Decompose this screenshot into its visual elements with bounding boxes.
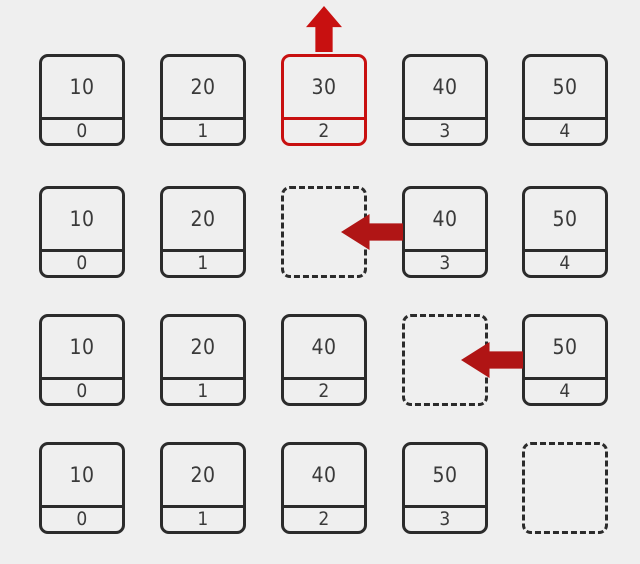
array-cell-value: 50 <box>552 74 578 99</box>
array-row: 10 0 20 1 40 2 50 4 <box>0 314 640 406</box>
array-cell-index: 3 <box>405 117 485 143</box>
array-cell-index: 2 <box>284 117 364 143</box>
array-cell-value: 20 <box>190 74 216 99</box>
arrow-left-shift-row2-icon <box>341 214 403 250</box>
array-cell-value: 10 <box>69 74 95 99</box>
array-cell-value: 40 <box>311 462 337 487</box>
array-cell-index: 1 <box>163 117 243 143</box>
array-cell[interactable]: 50 3 <box>402 442 488 534</box>
array-cell-value: 20 <box>190 462 216 487</box>
array-cell-index <box>284 249 364 275</box>
array-cell-index: 0 <box>42 377 122 403</box>
array-cell[interactable]: 40 3 <box>402 54 488 146</box>
array-cell[interactable]: 40 3 <box>402 186 488 278</box>
array-cell-value: 40 <box>432 74 458 99</box>
array-cell-index: 3 <box>405 249 485 275</box>
arrow-up-remove-element-icon <box>306 6 342 52</box>
array-cell-value: 20 <box>190 334 216 359</box>
array-cell-index: 4 <box>525 377 605 403</box>
array-cell-value: 50 <box>552 206 578 231</box>
array-cell-empty[interactable] <box>522 442 608 534</box>
array-cell-index: 0 <box>42 249 122 275</box>
array-cell-value: 40 <box>432 206 458 231</box>
array-cell[interactable]: 10 0 <box>39 54 125 146</box>
array-cell-index: 4 <box>525 249 605 275</box>
array-cell-value: 40 <box>311 334 337 359</box>
arrow-left-shift-row3-icon <box>461 342 523 378</box>
array-row: 10 0 20 1 40 2 50 3 <box>0 442 640 534</box>
array-cell[interactable]: 10 0 <box>39 314 125 406</box>
array-cell-index: 2 <box>284 505 364 531</box>
array-cell-value: 10 <box>69 334 95 359</box>
array-cell[interactable]: 50 4 <box>522 54 608 146</box>
array-row: 10 0 20 1 40 3 50 4 <box>0 186 640 278</box>
array-cell[interactable]: 20 1 <box>160 186 246 278</box>
array-cell-index: 1 <box>163 249 243 275</box>
array-cell-value: 10 <box>69 206 95 231</box>
array-cell-index: 0 <box>42 505 122 531</box>
array-cell-index: 1 <box>163 377 243 403</box>
array-cell[interactable]: 10 0 <box>39 442 125 534</box>
array-cell-highlighted[interactable]: 30 2 <box>281 54 367 146</box>
array-cell-index <box>405 377 485 403</box>
array-cell[interactable]: 20 1 <box>160 314 246 406</box>
array-cell-value <box>525 445 605 505</box>
array-cell[interactable]: 40 2 <box>281 314 367 406</box>
array-cell[interactable]: 10 0 <box>39 186 125 278</box>
array-cell-value: 50 <box>432 462 458 487</box>
array-cell[interactable]: 20 1 <box>160 442 246 534</box>
array-cell[interactable]: 50 4 <box>522 186 608 278</box>
array-cell-index <box>525 505 605 531</box>
array-cell-index: 0 <box>42 117 122 143</box>
array-cell-value: 20 <box>190 206 216 231</box>
array-cell-index: 4 <box>525 117 605 143</box>
array-cell[interactable]: 20 1 <box>160 54 246 146</box>
array-cell-value: 30 <box>311 74 337 99</box>
array-cell-index: 3 <box>405 505 485 531</box>
array-cell-value: 50 <box>552 334 578 359</box>
array-cell-index: 2 <box>284 377 364 403</box>
array-cell[interactable]: 50 4 <box>522 314 608 406</box>
array-cell-index: 1 <box>163 505 243 531</box>
array-row: 10 0 20 1 30 2 40 3 50 4 <box>0 54 640 146</box>
array-cell[interactable]: 40 2 <box>281 442 367 534</box>
array-cell-value: 10 <box>69 462 95 487</box>
